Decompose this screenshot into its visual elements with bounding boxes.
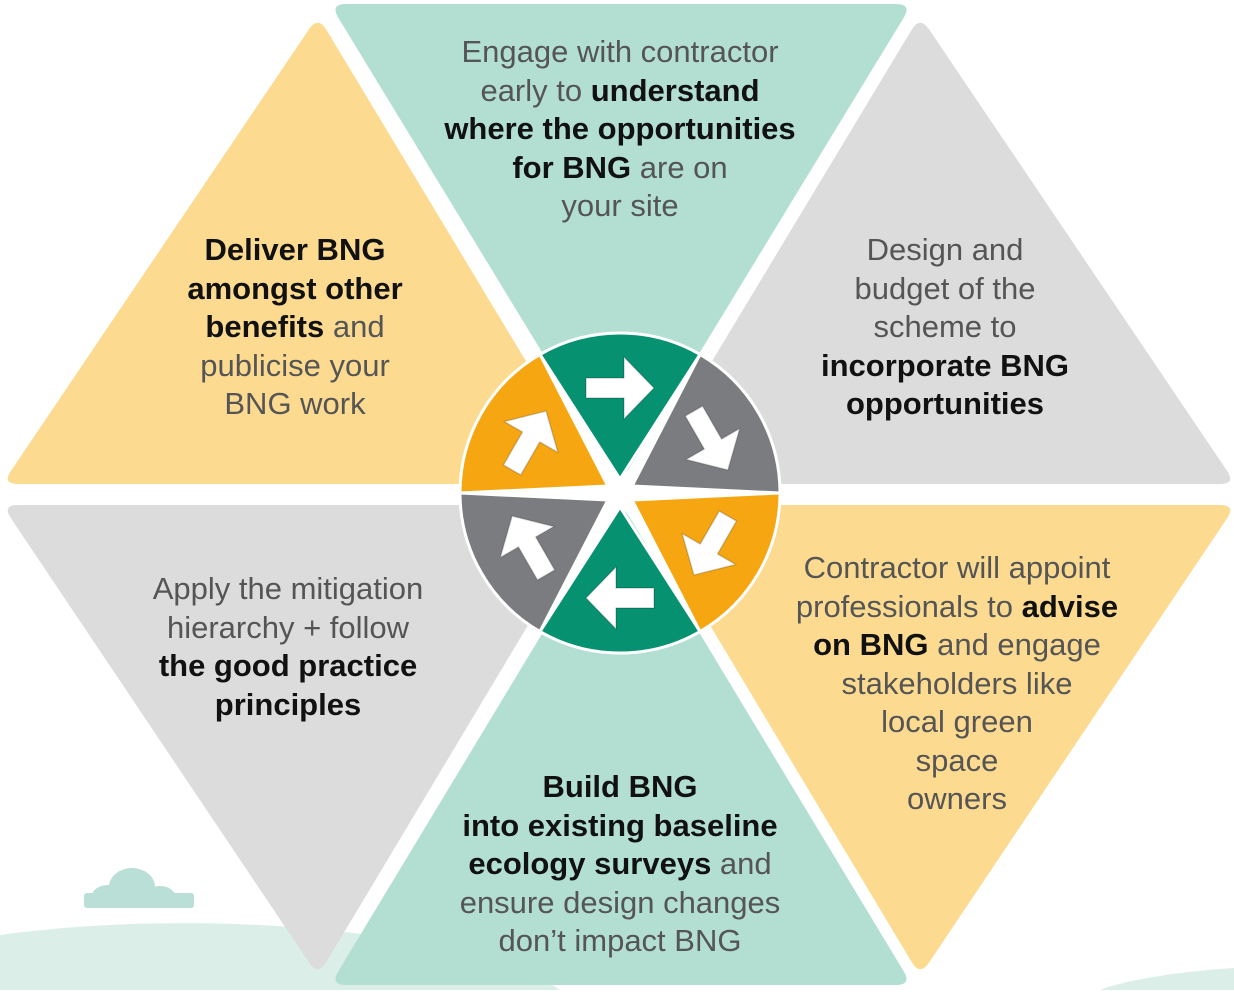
text-line: Design and	[775, 231, 1115, 270]
plain-text: your site	[561, 188, 679, 223]
text-line: hierarchy + follow	[108, 609, 468, 648]
text-line: local green	[752, 703, 1162, 742]
text-line: benefits and	[135, 308, 455, 347]
arrow-down-right-icon	[684, 405, 741, 471]
segment-top-right-triangle	[643, 22, 1231, 485]
arrow-down-left-icon	[681, 510, 738, 576]
text-line: Build BNG	[410, 768, 830, 807]
segment-top-left-triangle	[7, 22, 595, 485]
text-line: opportunities	[775, 385, 1115, 424]
plain-text: hierarchy + follow	[166, 609, 410, 645]
text-line: Contractor will appoint	[752, 549, 1162, 588]
bold-text: opportunities	[845, 386, 1045, 421]
bold-text: the good practice	[158, 648, 418, 683]
text-line: amongst other	[135, 270, 455, 309]
text-line: scheme to	[775, 308, 1115, 347]
text-line: publicise your	[135, 347, 455, 386]
text-line: the good practice	[108, 647, 468, 686]
bold-text: where the opportunities	[444, 111, 796, 146]
text-line: on BNG and engage	[752, 626, 1162, 665]
segment-bottom-triangle	[335, 509, 907, 985]
bold-text: amongst other	[187, 270, 403, 306]
plain-text: owners	[907, 781, 1007, 816]
text-line: budget of the	[775, 270, 1115, 309]
plain-text: don’t impact BNG	[498, 923, 742, 958]
bold-text: Deliver BNG	[204, 232, 386, 267]
text-line: for BNG are on	[410, 149, 830, 188]
text-line: incorporate BNG	[775, 347, 1115, 386]
cloud-icon	[84, 868, 194, 908]
plain-text: are on	[631, 149, 728, 185]
plain-text: BNG work	[224, 386, 366, 421]
plain-text: ensure design changes	[459, 884, 781, 920]
bottom-hill-right	[1100, 968, 1234, 990]
arrow-left-icon	[585, 566, 655, 630]
plain-text: and	[324, 309, 385, 344]
hub-wedge-top	[538, 331, 702, 481]
bold-text: ecology surveys	[468, 846, 712, 881]
bold-text: advise	[1021, 588, 1119, 624]
text-line: Engage with contractor	[410, 33, 830, 72]
hub-wedge-bottom	[538, 505, 702, 655]
bold-text: benefits	[205, 309, 325, 344]
text-line: into existing baseline	[410, 807, 830, 846]
plain-text: Contractor will appoint	[803, 550, 1111, 585]
plain-text: space	[915, 742, 999, 778]
text-line: stakeholders like	[752, 665, 1162, 704]
text-line: Deliver BNG	[135, 231, 455, 270]
text-line: owners	[752, 780, 1162, 819]
segment-bottom-left-triangle	[7, 505, 595, 970]
bold-text: on BNG	[813, 627, 929, 662]
plain-text: early to	[480, 72, 591, 108]
plain-text: Design and	[866, 232, 1024, 267]
plain-text: Engage with contractor	[461, 34, 779, 69]
text-line: early to understand	[410, 72, 830, 111]
text-line: your site	[410, 187, 830, 226]
text-line: professionals to advise	[752, 588, 1162, 627]
arrow-right-icon	[585, 356, 655, 420]
text-line: principles	[108, 686, 468, 725]
bold-text: into existing baseline	[462, 807, 778, 843]
segment-top-triangle	[335, 4, 907, 476]
plain-text: and	[711, 846, 772, 881]
plain-text: budget of the	[854, 270, 1036, 306]
text-line: Apply the mitigation	[108, 570, 468, 609]
bold-text: for BNG	[512, 149, 632, 185]
plain-text: professionals to	[795, 588, 1022, 624]
plain-text: publicise your	[200, 347, 390, 383]
arrow-up-right-icon	[502, 410, 559, 476]
plain-text: Apply the mitigation	[152, 571, 424, 606]
plain-text: scheme to	[873, 309, 1017, 344]
arrow-up-left-icon	[499, 515, 556, 581]
bold-text: principles	[214, 686, 362, 722]
text-line: ensure design changes	[410, 884, 830, 923]
plain-text: local green	[881, 704, 1033, 739]
plain-text: stakeholders like	[841, 665, 1073, 701]
text-line: BNG work	[135, 385, 455, 424]
text-line: ecology surveys and	[410, 845, 830, 884]
text-line: where the opportunities	[410, 110, 830, 149]
bold-text: understand	[590, 72, 760, 108]
text-line: don’t impact BNG	[410, 922, 830, 961]
text-line: space	[752, 742, 1162, 781]
plain-text: and engage	[928, 627, 1101, 662]
bold-text: incorporate BNG	[820, 347, 1070, 383]
segment-bottom-right-triangle	[643, 505, 1231, 970]
bold-text: Build BNG	[542, 769, 698, 804]
